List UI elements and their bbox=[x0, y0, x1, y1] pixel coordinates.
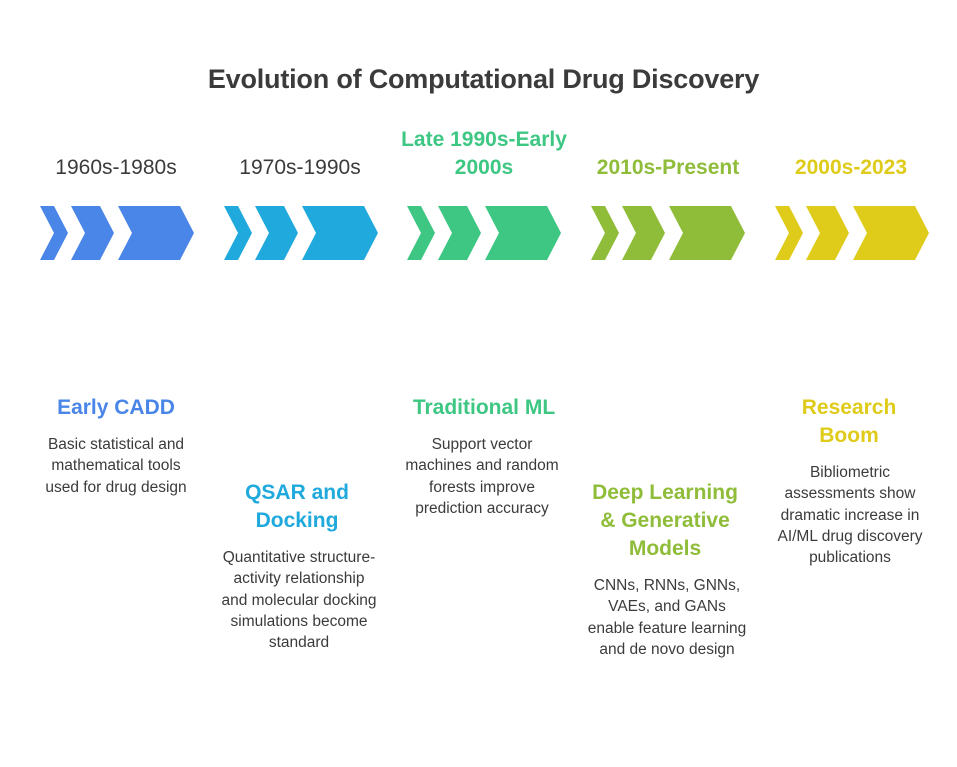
stage-5-chevron-icon bbox=[775, 206, 929, 260]
stage-4-chevron-large bbox=[669, 206, 745, 260]
stage-1-chevron-large bbox=[118, 206, 194, 260]
stage-3-chevron-large bbox=[485, 206, 561, 260]
stage-2-chevron-icon bbox=[224, 206, 378, 260]
stage-5-chevron-small bbox=[775, 206, 803, 260]
stage-2-title: QSAR and Docking bbox=[245, 481, 349, 532]
stage-2-description: Quantitative structure-activity relation… bbox=[221, 549, 377, 652]
stage-1-description: Basic statistical and mathematical tools… bbox=[45, 436, 187, 496]
stage-2-chevron-small bbox=[224, 206, 252, 260]
stage-4-chevron-medium bbox=[622, 206, 665, 260]
stage-3-description: Support vector machines and random fores… bbox=[405, 436, 559, 517]
stage-2-chevron-large bbox=[302, 206, 378, 260]
stage-4-chevron-icon bbox=[591, 206, 745, 260]
stage-1-chevron-small bbox=[40, 206, 68, 260]
stage-5-chevron-large bbox=[853, 206, 929, 260]
stage-4-period: 2010s-Present bbox=[596, 156, 740, 179]
stage-1-chevron-medium bbox=[71, 206, 114, 260]
stage-4-description: CNNs, RNNs, GNNs, VAEs, and GANs enable … bbox=[587, 577, 747, 658]
stage-5-description: Bibliometric assessments show dramatic i… bbox=[777, 464, 923, 567]
stage-3-title: Traditional ML bbox=[412, 396, 556, 419]
stage-3-chevron-small bbox=[407, 206, 435, 260]
stage-4-title: Deep Learning & Generative Models bbox=[592, 481, 738, 560]
stage-2-period: 1970s-1990s bbox=[239, 156, 361, 179]
stage-1-chevron-icon bbox=[40, 206, 194, 260]
diagram-title: Evolution of Computational Drug Discover… bbox=[207, 64, 760, 94]
stage-3-chevron-medium bbox=[438, 206, 481, 260]
stage-4-chevron-small bbox=[591, 206, 619, 260]
stage-1-period: 1960s-1980s bbox=[55, 156, 177, 179]
stage-3-chevron-icon bbox=[407, 206, 561, 260]
stage-5-title: Research Boom bbox=[801, 396, 897, 447]
stage-2-chevron-medium bbox=[255, 206, 298, 260]
stage-1-title: Early CADD bbox=[57, 396, 175, 419]
stage-5-period: 2000s-2023 bbox=[794, 156, 908, 179]
stage-3-period: Late 1990s-Early 2000s bbox=[401, 128, 567, 179]
stage-5-chevron-medium bbox=[806, 206, 849, 260]
